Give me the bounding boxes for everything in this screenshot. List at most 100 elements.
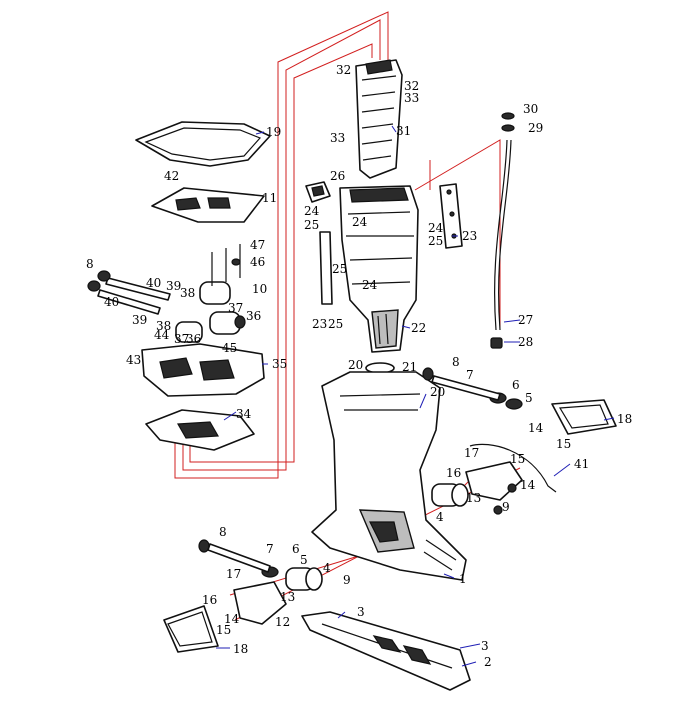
callout-13: 13 [466,491,481,505]
callout-40: 40 [146,276,161,290]
callout-3: 3 [481,639,489,653]
part-1-lower-casing [311,371,467,581]
callout-27: 27 [518,313,533,327]
callout-6: 6 [292,542,300,556]
part-18-cover-right [551,399,617,435]
callout-37: 37 [174,332,189,346]
callout-4: 4 [436,510,444,524]
part-27-shift-rod [490,112,515,349]
callout-45: 45 [222,341,237,355]
callout-10: 10 [252,282,267,296]
callout-38: 38 [156,319,171,333]
callout-2: 2 [484,655,492,669]
callout-43: 43 [126,353,141,367]
callout-23: 23 [312,317,327,331]
callout-38: 38 [180,286,195,300]
part-7-bolts [207,375,501,573]
leader-lines [216,125,615,667]
part-35-bracket [141,343,265,397]
callout-33: 33 [330,131,345,145]
callout-14: 14 [528,421,544,435]
callout-15: 15 [510,452,525,466]
callout-24: 24 [304,204,320,218]
part-18-cover-left [163,605,219,653]
callout-47: 47 [250,238,265,252]
part-4-mount-right [431,443,557,515]
callout-13: 13 [280,590,295,604]
callout-9: 9 [343,573,351,587]
callout-16: 16 [202,593,217,607]
callout-16: 16 [446,466,461,480]
part-22-upper-housing [339,185,419,353]
callout-24: 24 [362,278,378,292]
callout-17: 17 [226,567,241,581]
callout-8: 8 [219,525,227,539]
callout-25: 25 [304,218,319,232]
callout-14: 14 [520,478,536,492]
callout-41: 41 [574,457,589,471]
callout-33: 33 [404,91,419,105]
callout-46: 46 [250,255,265,269]
part-23-plate [319,183,463,305]
part-31-exhaust-tube [355,59,403,179]
callout-32: 32 [336,63,351,77]
callout-7: 7 [266,542,274,556]
part-26-gasket [305,181,331,203]
callout-25: 25 [332,262,347,276]
callout-35: 35 [272,357,287,371]
part-40-bolts [87,270,171,315]
callout-39: 39 [132,313,147,327]
callout-9: 9 [502,500,510,514]
callout-37: 37 [228,301,243,315]
callout-26: 26 [330,169,345,183]
part-19-rubber-seal [135,121,271,167]
callout-6: 6 [512,378,520,392]
callout-28: 28 [518,335,533,349]
callout-4: 4 [323,561,331,575]
callout-32: 32 [404,79,419,93]
callout-36: 36 [246,309,261,323]
callout-8: 8 [86,257,94,271]
callout-21: 21 [402,360,417,374]
callout-25: 25 [328,317,343,331]
callout-15: 15 [216,623,231,637]
callout-17: 17 [464,446,479,460]
callout-22: 22 [411,321,426,335]
callout-5: 5 [300,553,308,567]
callout-24: 24 [428,221,444,235]
callout-1: 1 [459,572,467,586]
part-11-plate [151,187,265,223]
callout-7: 7 [466,368,474,382]
callout-15: 15 [556,437,571,451]
callout-25: 25 [428,234,443,248]
part-4-mount-left [198,367,523,625]
callout-31: 31 [396,124,411,138]
callout-30: 30 [523,102,538,116]
callout-24: 24 [352,215,368,229]
callout-18: 18 [233,642,248,656]
callout-40: 40 [104,295,119,309]
callout-19: 19 [266,125,281,139]
callout-20: 20 [430,385,445,399]
callout-23: 23 [462,229,477,243]
callout-44: 44 [154,328,170,342]
callout-34: 34 [236,407,252,421]
callout-39: 39 [166,279,181,293]
callout-18: 18 [617,412,632,426]
callout-5: 5 [525,391,533,405]
callout-labels: 1 2 3 3 4 4 5 5 6 6 7 7 8 8 8 9 9 10 11 … [86,63,632,669]
part-2-skeg-plate [301,611,471,691]
callout-3: 3 [357,605,365,619]
part-34-gasket [145,409,255,451]
callout-14: 14 [224,612,240,626]
callout-20: 20 [348,358,363,372]
callout-36: 36 [186,332,201,346]
callout-11: 11 [262,191,277,205]
callout-42: 42 [164,169,179,183]
callout-8: 8 [452,355,460,369]
part-47-46-bolts [211,244,241,286]
callout-29: 29 [528,121,543,135]
callout-12: 12 [275,615,290,629]
part-36-mounts [175,281,246,343]
